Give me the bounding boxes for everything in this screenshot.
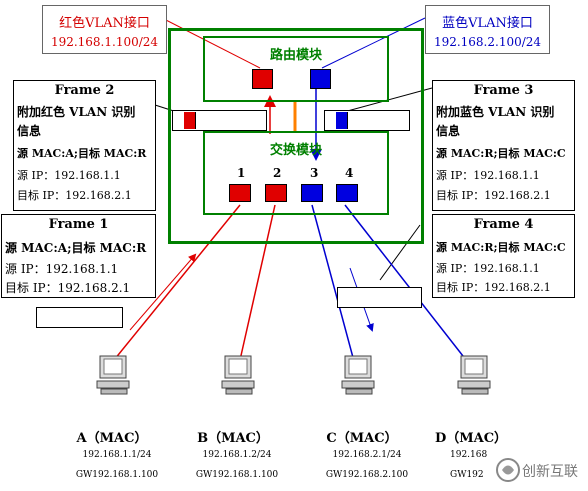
host-b-label: B（MAC） [197, 431, 269, 446]
red-vlan-title: 红色VLAN接口 [59, 16, 150, 31]
frame2-line4: 源 IP：192.168.1.1 [17, 169, 121, 182]
port-3 [301, 184, 323, 202]
port-4 [336, 184, 358, 202]
frame1-line1: 源 MAC:A;目标 MAC:R [5, 241, 147, 255]
frame3-line1: 附加蓝色 VLAN 识别 [436, 105, 555, 119]
port-2-label: 2 [273, 166, 282, 180]
frame4-line2: 源 IP：192.168.1.1 [436, 262, 540, 275]
pc-c-icon [340, 355, 376, 395]
pc-b-icon [220, 355, 256, 395]
blue-callout-pointer [321, 17, 426, 69]
cable-c [311, 204, 356, 366]
host-c-label: C（MAC） [326, 431, 398, 446]
host-b-gw: GW192.168.1.100 [195, 470, 279, 480]
cable-a [109, 204, 241, 366]
frame4-untagged-frame [337, 287, 422, 308]
tagged-frame-red [172, 110, 267, 131]
port-3-label: 3 [310, 166, 319, 180]
frame2-line5: 目标 IP：192.168.2.1 [17, 189, 132, 202]
frame4-box: Frame 4 源 MAC:R;目标 MAC:C 源 IP：192.168.1.… [432, 214, 575, 298]
frame2-line2: 信息 [17, 124, 42, 138]
frame1-line3: 目标 IP：192.168.2.1 [5, 281, 131, 295]
red-vlan-callout: 红色VLAN接口 192.168.1.100/24 [42, 5, 167, 54]
blue-vlan-interface [310, 69, 331, 89]
red-callout-pointer [161, 17, 261, 69]
red-vlan-ip: 192.168.1.100/24 [50, 35, 159, 49]
frame1-line2: 源 IP：192.168.1.1 [5, 262, 119, 276]
routing-module-label: 路由模块 [269, 48, 322, 63]
frame4-line1: 源 MAC:R;目标 MAC:C [436, 241, 566, 254]
frame3-title: Frame 3 [473, 83, 534, 98]
host-b-ip: 192.168.1.2/24 [202, 450, 272, 460]
frame4-title: Frame 4 [473, 217, 534, 232]
red-vlan-interface [252, 69, 273, 89]
watermark-text: 创新互联 [522, 464, 578, 480]
watermark-logo: 创新互联 [494, 453, 586, 487]
switching-module: 交换模块 1 2 3 4 [203, 131, 389, 215]
cable-b [239, 204, 276, 361]
host-c-ip: 192.168.2.1/24 [332, 450, 402, 460]
blue-vlan-tag [336, 112, 348, 129]
port-1 [229, 184, 251, 202]
blue-vlan-title: 蓝色VLAN接口 [442, 16, 533, 31]
frame3-box: Frame 3 附加蓝色 VLAN 识别 信息 源 MAC:R;目标 MAC:C… [432, 80, 575, 211]
frame1-title: Frame 1 [48, 217, 109, 232]
frame3-line3: 源 MAC:R;目标 MAC:C [436, 147, 566, 160]
host-d-ip: 192.168 [450, 450, 488, 460]
frame1-box: Frame 1 源 MAC:A;目标 MAC:R 源 IP：192.168.1.… [1, 214, 156, 298]
l3-switch [168, 28, 424, 244]
host-d-label: D（MAC） [434, 431, 508, 446]
frame2-line1: 附加红色 VLAN 识别 [17, 105, 136, 119]
frame2-line3: 源 MAC:A;目标 MAC:R [17, 147, 147, 160]
host-a-label: A（MAC） [76, 431, 148, 446]
frame2-title: Frame 2 [54, 83, 115, 98]
pc-d-icon [456, 355, 492, 395]
switching-module-label: 交换模块 [269, 143, 322, 158]
blue-vlan-ip: 192.168.2.100/24 [433, 35, 542, 49]
blue-vlan-callout: 蓝色VLAN接口 192.168.2.100/24 [425, 5, 550, 54]
frame3-line5: 目标 IP：192.168.2.1 [436, 189, 551, 202]
frame2-box: Frame 2 附加红色 VLAN 识别 信息 源 MAC:A;目标 MAC:R… [13, 80, 156, 211]
red-vlan-tag [184, 112, 196, 129]
frame1-untagged-frame [36, 307, 123, 328]
host-a-gw: GW192.168.1.100 [75, 470, 159, 480]
host-c-gw: GW192.168.2.100 [325, 470, 409, 480]
cable-d [344, 204, 471, 366]
frame4-line3: 目标 IP：192.168.2.1 [436, 281, 551, 294]
port-2 [265, 184, 287, 202]
frame3-line2: 信息 [436, 124, 461, 138]
pc-a-icon [95, 355, 131, 395]
host-a-ip: 192.168.1.1/24 [82, 450, 152, 460]
routing-module: 路由模块 [203, 36, 389, 102]
frame3-line4: 源 IP：192.168.1.1 [436, 169, 540, 182]
tagged-frame-blue [324, 110, 410, 131]
host-d-gw: GW192 [450, 470, 484, 480]
port-1-label: 1 [237, 166, 246, 180]
frame1-direction-arrow [129, 253, 197, 331]
port-4-label: 4 [345, 166, 354, 180]
